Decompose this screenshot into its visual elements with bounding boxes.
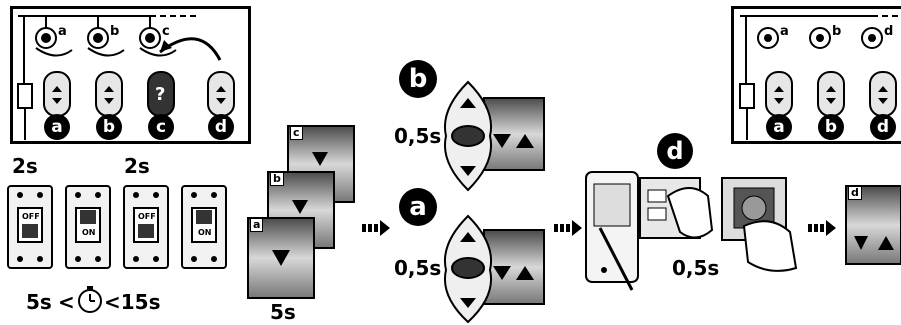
shutter-hold-time: 5s <box>270 300 296 324</box>
wall-press-time: 0,5s <box>672 256 720 280</box>
breaker-time-2: 2s <box>124 154 150 178</box>
remote-badge-b: b <box>96 114 122 140</box>
unknown-remote-mark: ? <box>155 84 166 105</box>
wait-less-than: < <box>58 290 75 314</box>
installation-panel-right <box>731 6 901 144</box>
right-remote-badge-d: d <box>870 114 896 140</box>
installation-panel-left <box>10 6 251 144</box>
shutter-tag-c: c <box>290 126 303 140</box>
press-time-bottom: 0,5s <box>394 256 442 280</box>
breaker-switch-off-1: OFF <box>22 212 40 221</box>
remote-step-badge-b: b <box>399 60 437 98</box>
right-remote-badge-a: a <box>766 114 792 140</box>
wait-max-time: <15s <box>104 290 161 314</box>
remote-badge-a: a <box>44 114 70 140</box>
right-motor-label-d: d <box>884 24 894 39</box>
right-motor-label-b: b <box>832 24 842 39</box>
wait-min-time: 5s <box>26 290 52 314</box>
motor-label-c: c <box>162 24 170 39</box>
motor-label-a: a <box>58 24 67 39</box>
final-shutter-tag-d: d <box>848 186 862 200</box>
wall-step-badge-d: d <box>657 133 693 169</box>
breaker-switch-off-2: OFF <box>138 212 156 221</box>
press-time-top: 0,5s <box>394 124 442 148</box>
breaker-time-1: 2s <box>12 154 38 178</box>
shutter-tag-b: b <box>270 172 284 186</box>
remote-step-badge-a: a <box>399 188 437 226</box>
remote-badge-c: c <box>148 114 174 140</box>
motor-label-b: b <box>110 24 120 39</box>
right-motor-label-a: a <box>780 24 789 39</box>
remote-badge-d: d <box>208 114 234 140</box>
breaker-switch-on-1: ON <box>82 228 96 237</box>
shutter-tag-a: a <box>250 218 264 232</box>
right-remote-badge-b: b <box>818 114 844 140</box>
breaker-switch-on-2: ON <box>198 228 212 237</box>
